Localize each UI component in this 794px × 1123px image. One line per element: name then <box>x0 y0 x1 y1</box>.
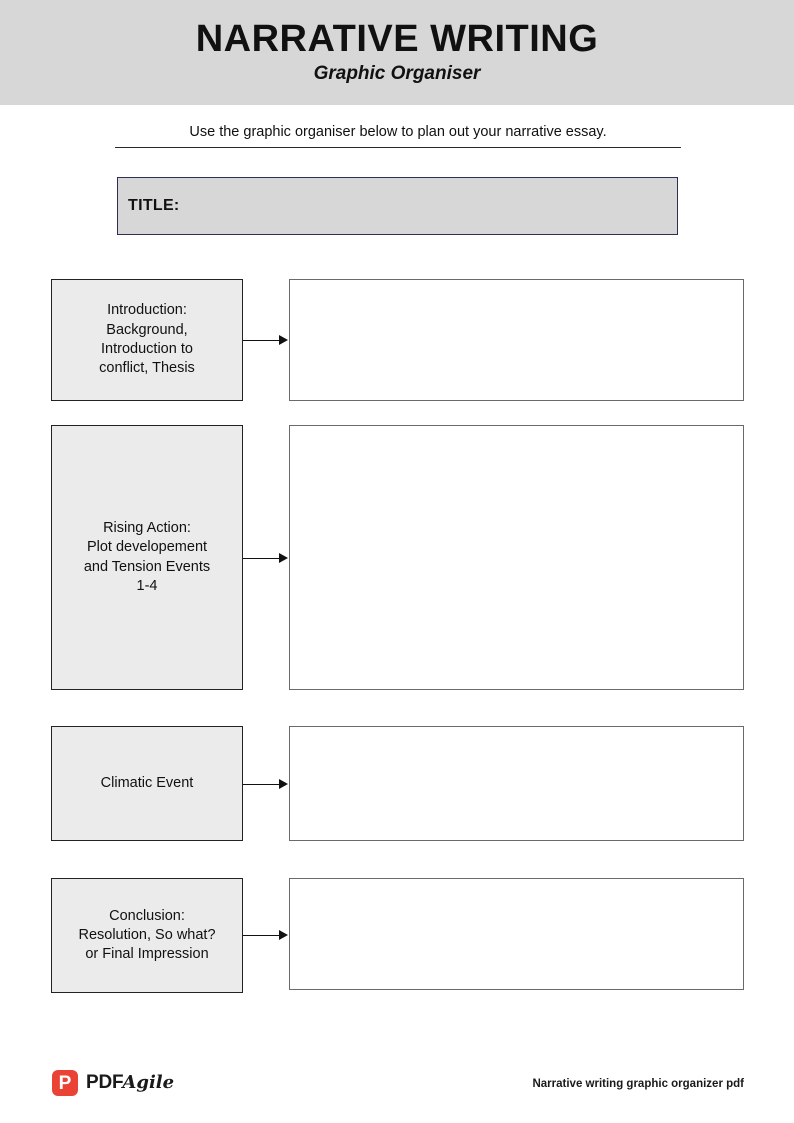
stage-label-text: Introduction: Background, Introduction t… <box>99 302 195 377</box>
pdfagile-mark-icon: P <box>52 1070 78 1096</box>
stage-label-rising-action: Rising Action: Plot developement and Ten… <box>51 425 243 690</box>
stage-label-conclusion: Conclusion: Resolution, So what? or Fina… <box>51 878 243 993</box>
arrow-shaft <box>243 339 281 341</box>
page-subtitle: Graphic Organiser <box>313 63 481 85</box>
arrow-head <box>279 553 288 563</box>
arrow-head <box>279 335 288 345</box>
arrow-right-icon <box>243 553 289 563</box>
instruction-divider <box>115 147 681 148</box>
page-title: NARRATIVE WRITING <box>195 17 599 60</box>
instruction-text: Use the graphic organiser below to plan … <box>189 124 607 140</box>
arrow-shaft <box>243 783 281 785</box>
stage-label-introduction: Introduction: Background, Introduction t… <box>51 279 243 401</box>
arrow-shaft <box>243 934 281 936</box>
response-box-introduction[interactable] <box>289 279 744 401</box>
response-box-rising-action[interactable] <box>289 425 744 690</box>
pdfagile-mark-glyph: P <box>58 1072 72 1094</box>
stage-label-text: Rising Action: Plot developement and Ten… <box>83 519 211 594</box>
pdfagile-wordmark: PDF Agile <box>86 1072 174 1094</box>
stage-label-climatic-event: Climatic Event <box>51 726 243 841</box>
arrow-right-icon <box>243 335 289 345</box>
document-footer: P PDF Agile Narrative writing graphic or… <box>0 1062 794 1112</box>
arrow-right-icon <box>243 930 289 940</box>
response-box-conclusion[interactable] <box>289 878 744 990</box>
response-box-climatic-event[interactable] <box>289 726 744 841</box>
stage-label-text: Conclusion: Resolution, So what? or Fina… <box>78 907 216 963</box>
brand-name-secondary: Agile <box>122 1072 175 1093</box>
arrow-head <box>279 779 288 789</box>
stage-label-text: Climatic Event <box>100 774 194 791</box>
arrow-right-icon <box>243 779 289 789</box>
document-header-band: NARRATIVE WRITING Graphic Organiser <box>0 0 794 105</box>
footer-caption: Narrative writing graphic organizer pdf <box>532 1078 744 1090</box>
pdfagile-logo[interactable]: P PDF Agile <box>52 1070 174 1096</box>
title-field-label: TITLE: <box>128 197 180 214</box>
title-input-field[interactable]: TITLE: <box>117 177 678 235</box>
brand-name-primary: PDF <box>86 1072 124 1093</box>
instruction-block: Use the graphic organiser below to plan … <box>115 124 681 148</box>
arrow-head <box>279 930 288 940</box>
arrow-shaft <box>243 557 281 559</box>
